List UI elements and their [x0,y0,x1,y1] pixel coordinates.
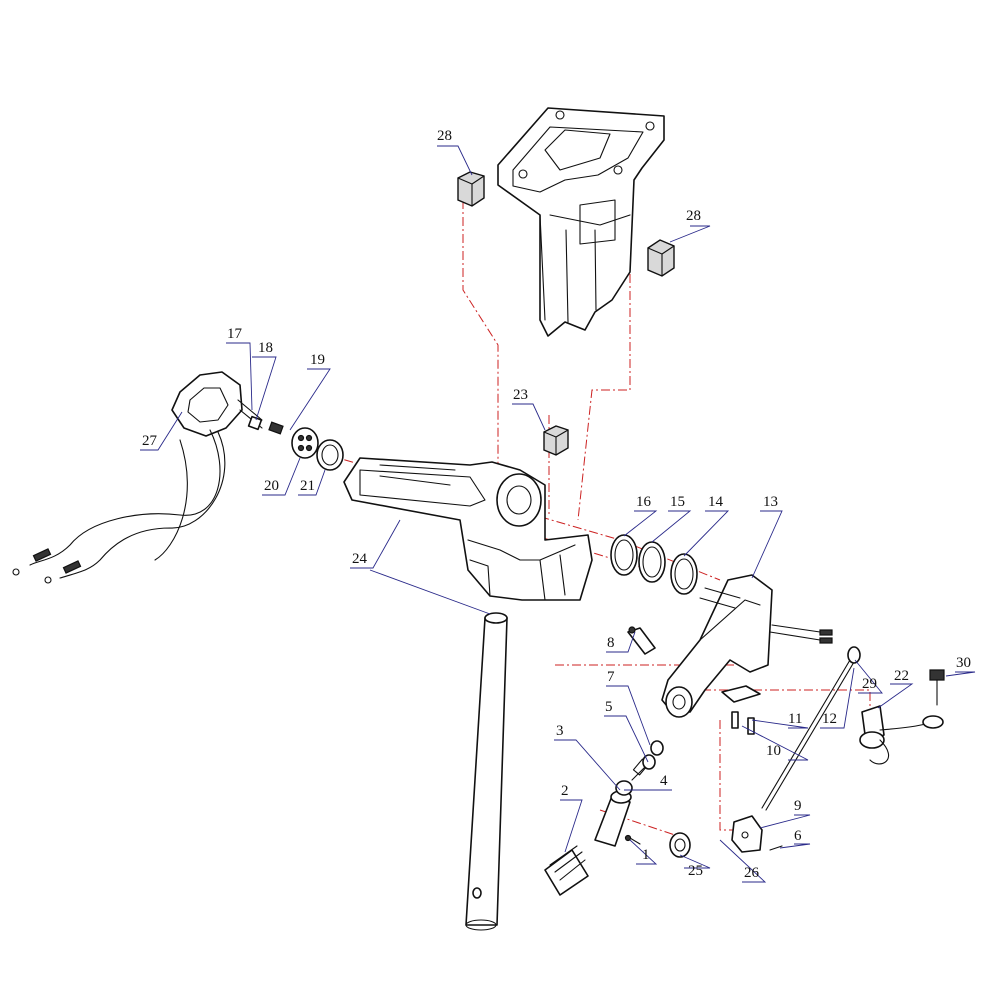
callout-4: 4 [660,773,668,789]
swivel-shaft-tube [465,612,508,931]
callout-2: 2 [561,783,569,799]
callout-3: 3 [556,723,564,739]
callout-27: 27 [142,433,158,449]
swivel-bracket [343,457,593,601]
seal-rings [610,534,698,595]
callout-9: 9 [794,798,802,814]
small-parts-9-30 [669,646,945,858]
callout-26: 26 [744,865,760,881]
callout-25: 25 [688,863,703,879]
callout-1: 1 [642,847,650,863]
callout-11: 11 [788,711,802,727]
callout-8: 8 [607,635,615,651]
callout-23: 23 [513,387,528,403]
callout-24: 24 [352,551,368,567]
callout-21: 21 [300,478,315,494]
callout-18: 18 [258,340,273,356]
rubber-mount-block-23 [543,425,569,456]
callout-7: 7 [607,669,615,685]
callout-10: 10 [766,743,781,759]
callout-28-top: 28 [437,128,452,144]
rubber-mount-block-left [457,171,485,207]
callout-22: 22 [894,668,909,684]
callout-20: 20 [264,478,279,494]
callout-leaders [140,145,976,883]
callout-14: 14 [708,494,724,510]
callout-15: 15 [670,494,685,510]
callout-labels: 28 28 23 17 18 19 27 20 21 24 16 15 14 1… [142,128,971,881]
cable-harness [12,371,263,584]
hardware-17-21 [247,415,344,471]
upper-housing [497,107,665,337]
small-parts-1-8 [544,626,664,896]
callout-16: 16 [636,494,652,510]
rubber-mount-block-right [647,239,675,277]
callout-28-right: 28 [686,208,701,224]
callout-30: 30 [956,655,971,671]
callout-19: 19 [310,352,325,368]
callout-17: 17 [227,326,243,342]
callout-12: 12 [822,711,837,727]
steering-arm [661,574,833,718]
callout-6: 6 [794,828,802,844]
callout-29: 29 [862,676,877,692]
callout-5: 5 [605,699,613,715]
callout-13: 13 [763,494,778,510]
